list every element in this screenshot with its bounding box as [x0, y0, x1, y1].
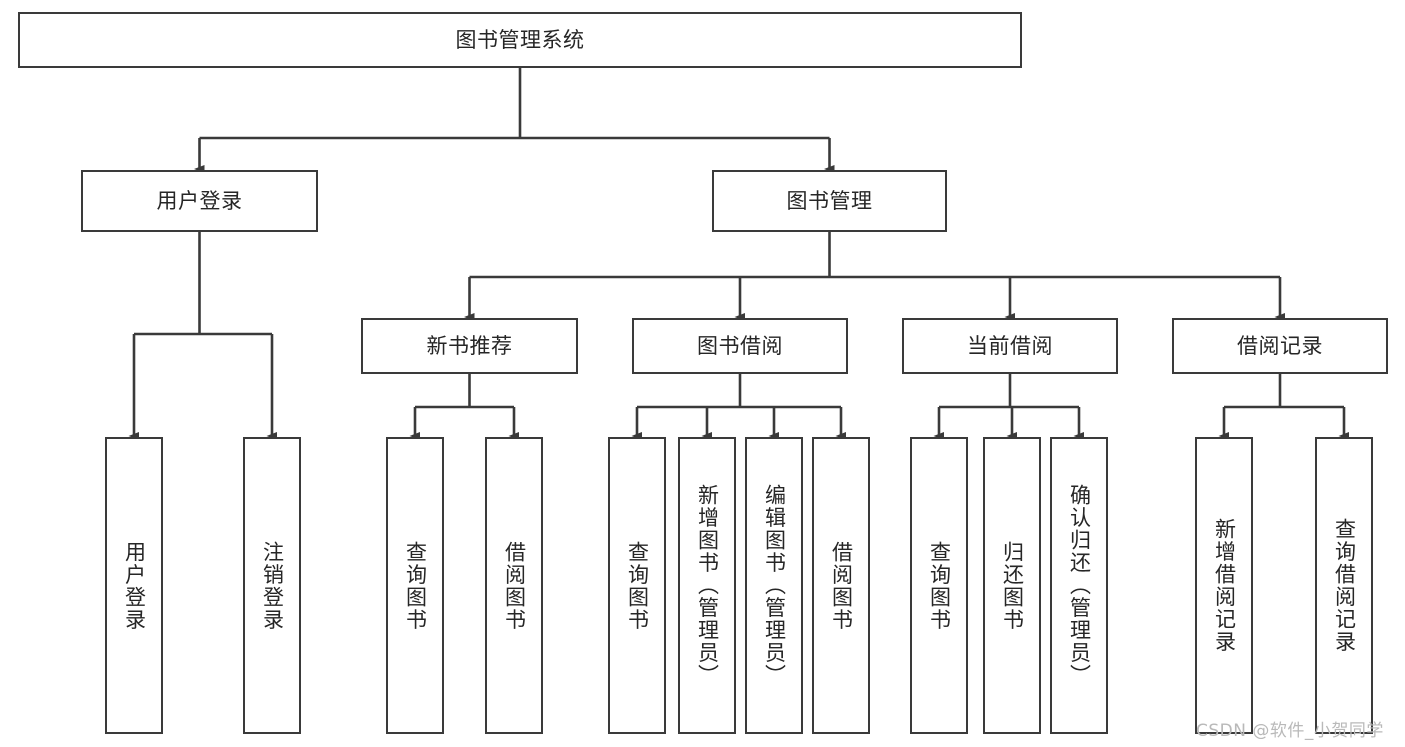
node-leaf_12[interactable]: 新增借阅记录 — [1195, 437, 1253, 734]
node-l3_3[interactable]: 当前借阅 — [902, 318, 1118, 374]
watermark-text: CSDN @软件_小贺同学 — [1196, 721, 1384, 741]
node-label: 查询借阅记录 — [1332, 518, 1357, 653]
node-leaf_6[interactable]: 新增图书（管理员） — [678, 437, 736, 734]
node-leaf_11[interactable]: 确认归还（管理员） — [1050, 437, 1108, 734]
node-label: 注销登录 — [260, 540, 285, 631]
node-label: 借阅记录 — [1237, 333, 1323, 358]
node-label: 当前借阅 — [967, 333, 1053, 358]
node-leaf_2[interactable]: 注销登录 — [243, 437, 301, 734]
node-leaf_1[interactable]: 用户登录 — [105, 437, 163, 734]
node-label: 用户登录 — [122, 540, 147, 631]
node-leaf_10[interactable]: 归还图书 — [983, 437, 1041, 734]
node-label: 编辑图书（管理员） — [762, 484, 787, 687]
node-l2_1[interactable]: 用户登录 — [81, 170, 318, 232]
node-label: 新增借阅记录 — [1212, 518, 1237, 653]
node-label: 图书借阅 — [697, 333, 783, 358]
node-label: 图书管理系统 — [455, 27, 585, 52]
node-l3_1[interactable]: 新书推荐 — [361, 318, 578, 374]
node-label: 用户登录 — [156, 188, 243, 213]
node-label: 新书推荐 — [426, 333, 513, 358]
node-leaf_3[interactable]: 查询图书 — [386, 437, 444, 734]
node-leaf_5[interactable]: 查询图书 — [608, 437, 666, 734]
node-label: 新增图书（管理员） — [695, 484, 720, 687]
node-leaf_7[interactable]: 编辑图书（管理员） — [745, 437, 803, 734]
node-leaf_8[interactable]: 借阅图书 — [812, 437, 870, 734]
node-label: 图书管理 — [786, 188, 873, 213]
node-label: 查询图书 — [927, 540, 952, 631]
node-l3_4[interactable]: 借阅记录 — [1172, 318, 1388, 374]
node-label: 查询图书 — [403, 540, 428, 631]
node-label: 借阅图书 — [829, 540, 854, 631]
node-leaf_4[interactable]: 借阅图书 — [485, 437, 543, 734]
node-leaf_9[interactable]: 查询图书 — [910, 437, 968, 734]
node-l2_2[interactable]: 图书管理 — [712, 170, 947, 232]
node-l3_2[interactable]: 图书借阅 — [632, 318, 848, 374]
node-label: 确认归还（管理员） — [1067, 484, 1092, 687]
node-label: 查询图书 — [625, 540, 650, 631]
node-label: 归还图书 — [1000, 540, 1025, 631]
node-root[interactable]: 图书管理系统 — [18, 12, 1022, 68]
node-leaf_13[interactable]: 查询借阅记录 — [1315, 437, 1373, 734]
node-label: 借阅图书 — [502, 540, 527, 631]
